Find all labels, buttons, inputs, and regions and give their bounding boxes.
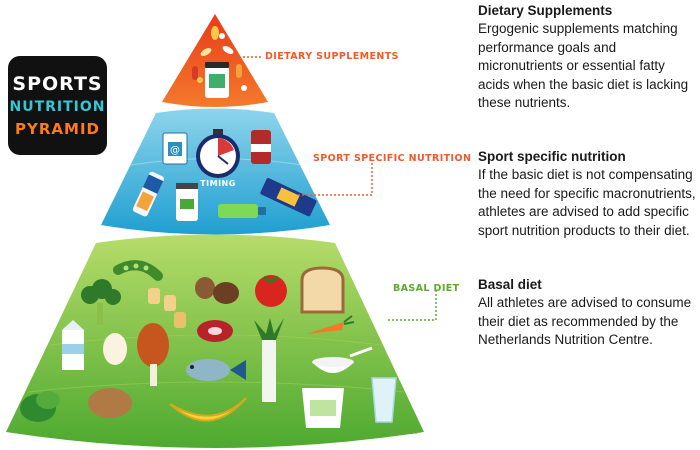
description-title: Basal diet (478, 277, 542, 292)
bread-icon (300, 266, 345, 314)
clock-label: TIMING (200, 179, 236, 188)
logo-line-sports: SPORTS (12, 72, 103, 95)
description-text: All athletes are advised to consume thei… (478, 295, 692, 347)
tomato-icon (255, 275, 287, 307)
nuts-icon (195, 277, 239, 304)
banana-icon (169, 397, 247, 422)
steak-icon (197, 320, 233, 342)
description-dietary-supplements: Dietary Supplements Ergogenic supplement… (478, 2, 700, 113)
description-text: If the basic diet is not compensating th… (478, 167, 696, 238)
pasta-icon (148, 288, 186, 328)
energy-bar-icon (260, 178, 317, 217)
tier-label-dietary-supplements: DIETARY SUPPLEMENTS (265, 51, 399, 62)
description-title: Sport specific nutrition (478, 149, 626, 164)
description-sport-specific-nutrition: Sport specific nutrition If the basic di… (478, 148, 700, 240)
water-glass-icon (371, 377, 397, 423)
leek-icon (254, 318, 284, 402)
logo-line-pyramid: PYRAMID (15, 119, 100, 138)
copyright-note: © VSN, 2016 (378, 429, 418, 436)
capsule-icon (192, 33, 247, 91)
description-text: Ergogenic supplements matching performan… (478, 21, 689, 110)
peas-icon (113, 260, 163, 281)
tier-label-sport-specific-nutrition: SPORT SPECIFIC NUTRITION (313, 153, 472, 164)
lettuce-icon (20, 391, 60, 422)
description-basal-diet: Basal diet All athletes are advised to c… (478, 276, 700, 350)
description-title: Dietary Supplements (478, 3, 613, 18)
energy-gel-icon (132, 171, 164, 217)
milk-carton-icon (62, 320, 84, 370)
broccoli-icon (81, 279, 121, 325)
tier-label-basal-diet: BASAL DIET (393, 283, 460, 294)
sports-nutrition-pyramid-logo: SPORTS NUTRITION PYRAMID (8, 56, 107, 155)
rice-bowl-icon (312, 346, 373, 373)
powder-tub-icon: @ (162, 132, 188, 165)
sports-drink-can-icon (251, 130, 271, 164)
egg-icon (103, 333, 127, 365)
yogurt-icon (302, 388, 344, 428)
water-bottle-icon (218, 204, 266, 218)
svg-text:@: @ (170, 145, 180, 156)
logo-line-nutrition: NUTRITION (9, 98, 106, 115)
stopwatch-icon (196, 129, 240, 178)
carrot-icon (306, 315, 355, 334)
fish-icon (186, 359, 246, 381)
pill-icon (200, 26, 234, 56)
potato-icon (88, 388, 132, 418)
tier-dietary-supplements (162, 14, 268, 107)
callout-connectors (243, 56, 437, 321)
protein-jar-icon (176, 183, 198, 221)
chicken-leg-icon (137, 323, 169, 386)
supplement-jar-icon (205, 62, 229, 98)
